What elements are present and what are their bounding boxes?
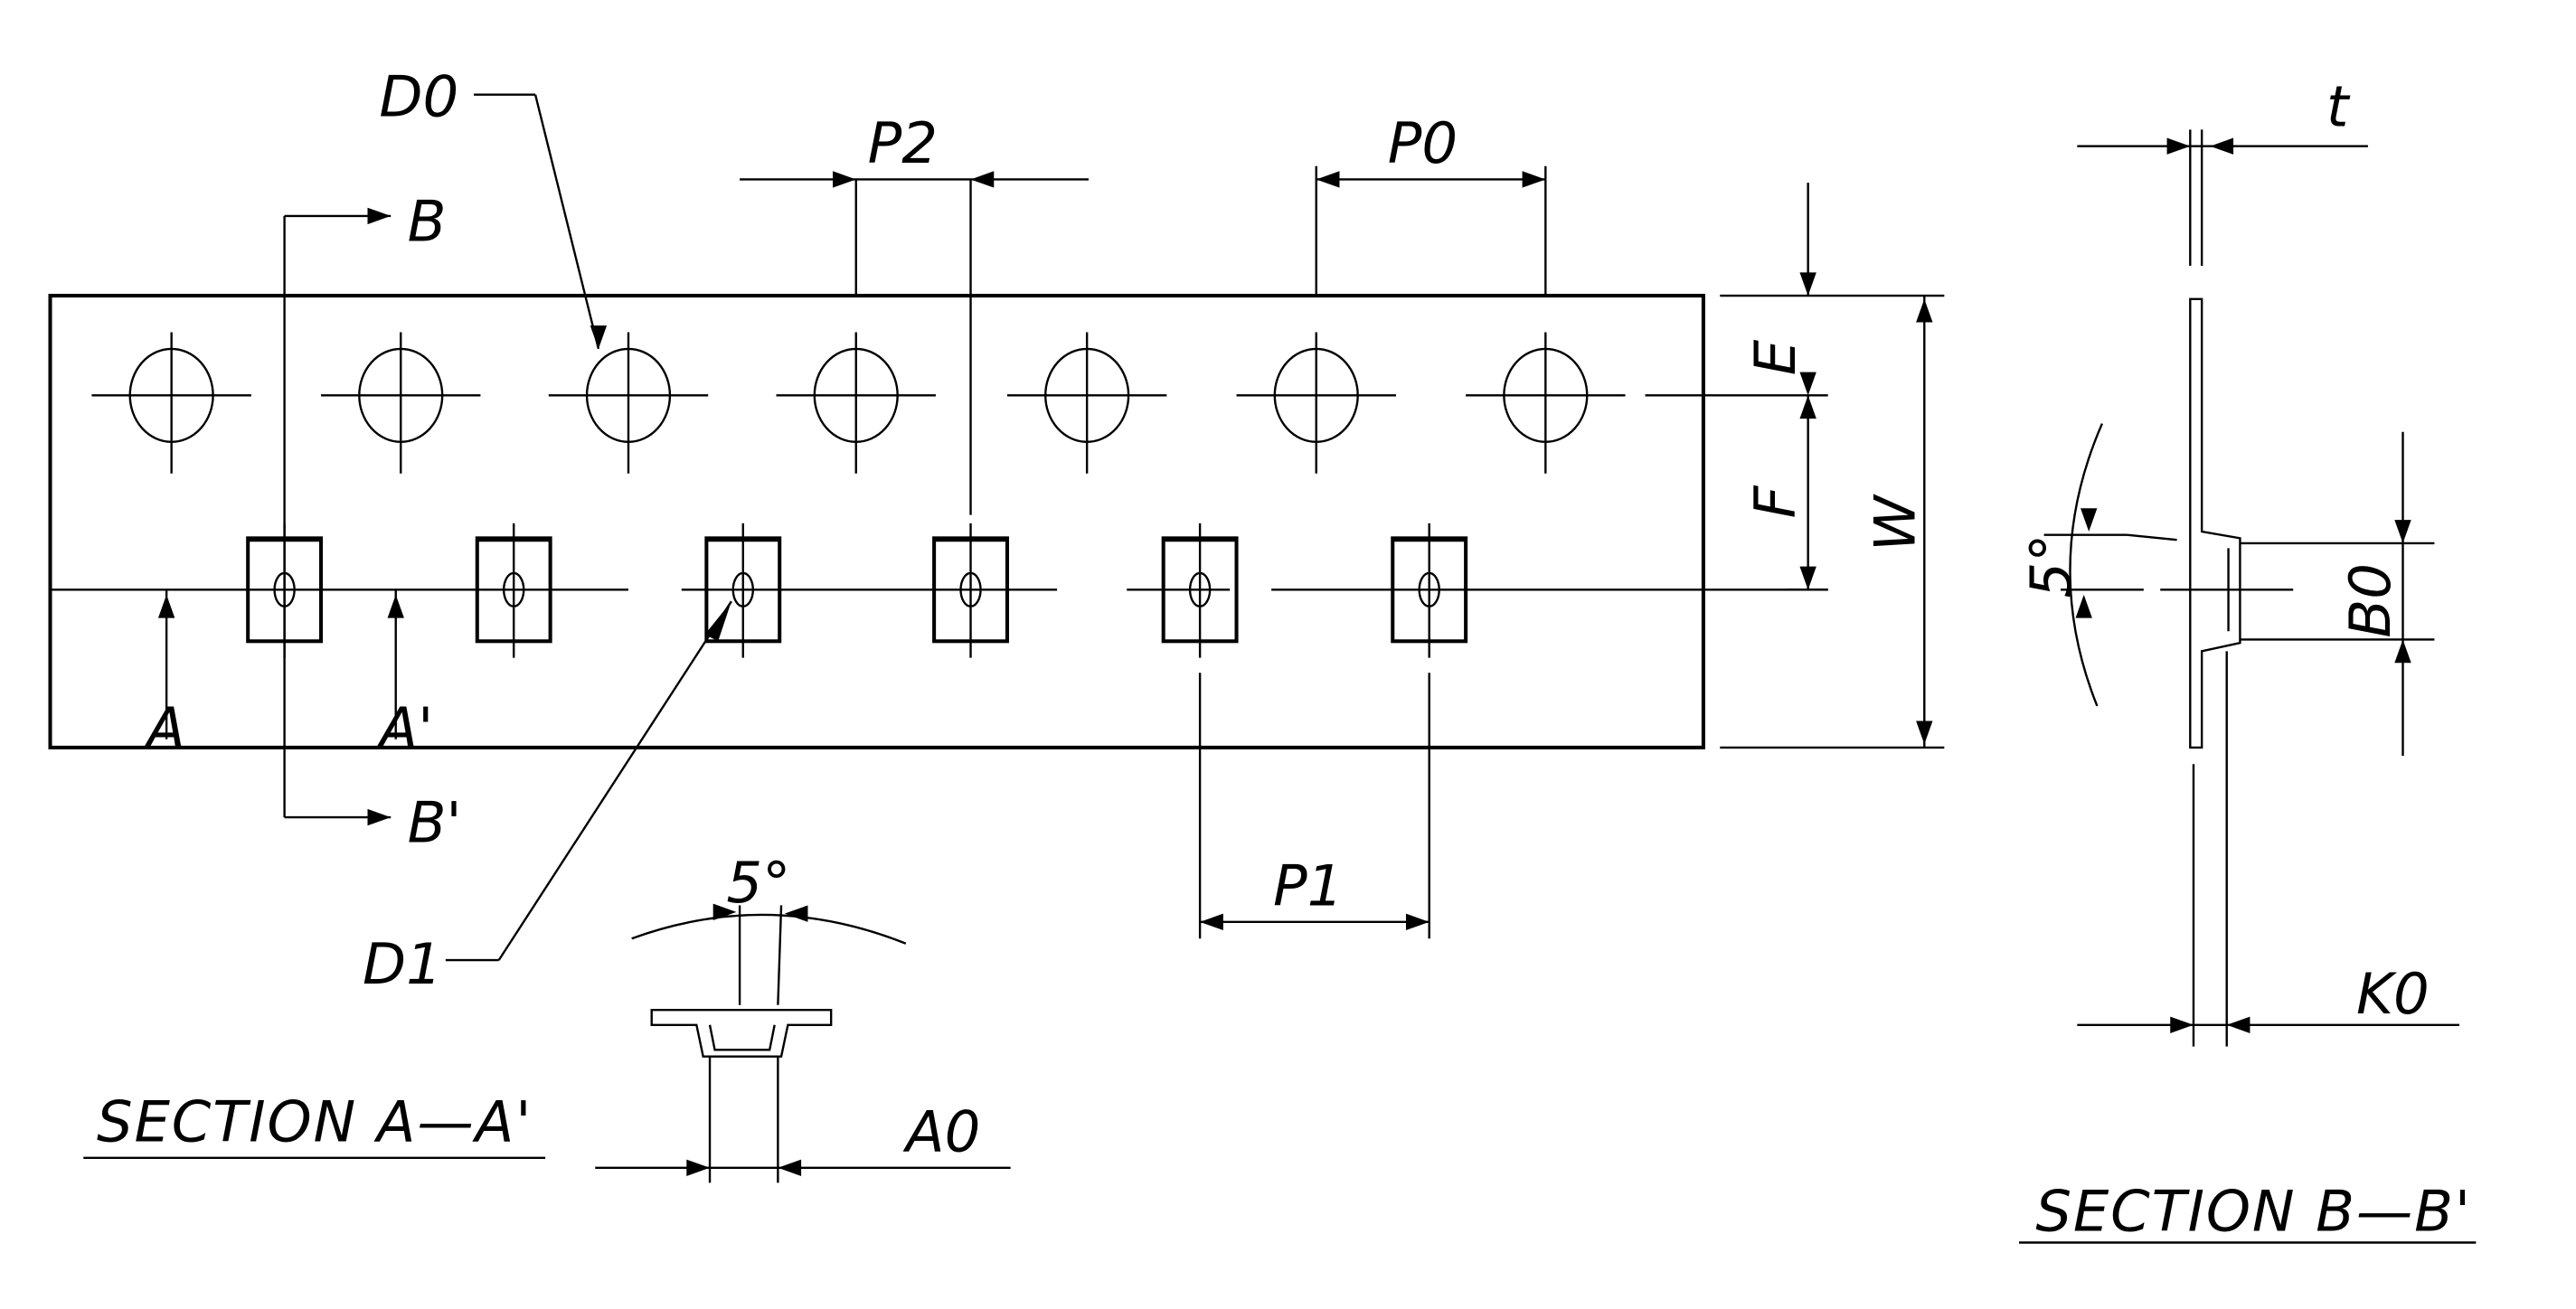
arrowhead xyxy=(1200,913,1223,931)
label-b: B xyxy=(408,188,447,254)
arrowhead xyxy=(1916,720,1933,745)
arrowhead xyxy=(2081,508,2098,532)
label-k0: K0 xyxy=(2356,961,2430,1027)
arrowhead xyxy=(1799,372,1816,396)
tape-outline xyxy=(48,294,1705,749)
leader-d1 xyxy=(497,600,732,961)
label-a0: A0 xyxy=(902,1098,980,1164)
pocket-profile-inner xyxy=(708,1024,776,1051)
arrowhead xyxy=(1316,171,1340,188)
label-a-prime: A' xyxy=(375,695,433,761)
arrowhead xyxy=(1799,566,1816,590)
arrowhead xyxy=(2394,520,2411,543)
label-a: A xyxy=(143,695,185,761)
label-b0: B0 xyxy=(2337,563,2403,638)
arrowhead xyxy=(2210,137,2234,155)
angle-arc xyxy=(631,913,907,945)
label-w: W xyxy=(1862,494,1928,551)
label-d1: D1 xyxy=(363,931,442,997)
arrowhead xyxy=(2170,1016,2194,1033)
arrowhead xyxy=(1799,395,1816,419)
label-f: F xyxy=(1742,485,1808,518)
section-b-title: SECTION B—B' xyxy=(2035,1179,2471,1245)
arrowhead xyxy=(367,207,392,225)
arrowhead xyxy=(704,601,731,642)
arrowhead xyxy=(367,808,392,826)
arrowhead xyxy=(1405,913,1430,931)
pocket-profile-b xyxy=(2189,297,2241,749)
arrowhead xyxy=(2394,639,2411,664)
label-e: E xyxy=(1742,339,1808,375)
arrowhead xyxy=(2226,1016,2250,1033)
angle-arc-b xyxy=(2069,423,2104,707)
arrowhead xyxy=(387,594,404,618)
arrowhead xyxy=(1916,298,1933,323)
arrowhead xyxy=(1799,272,1816,297)
arrowhead xyxy=(778,1159,802,1176)
label-angle-b: 5° xyxy=(2018,534,2084,598)
arrowhead xyxy=(686,1159,711,1176)
arrowhead xyxy=(833,171,856,188)
label-p0: P0 xyxy=(1388,110,1458,176)
leader-d0 xyxy=(533,94,600,350)
arrowhead xyxy=(970,171,995,188)
arrowhead xyxy=(1522,171,1546,188)
arrowhead xyxy=(712,903,737,921)
arrowhead xyxy=(2075,594,2092,618)
section-a-title: SECTION A—A' xyxy=(97,1088,533,1154)
label-t: t xyxy=(2326,74,2351,140)
label-d0: D0 xyxy=(379,64,458,130)
angle-line xyxy=(777,905,783,1005)
label-p1: P1 xyxy=(1273,852,1343,918)
arrowhead xyxy=(590,325,608,349)
label-p2: P2 xyxy=(868,110,938,176)
label-angle-a: 5° xyxy=(726,850,790,916)
angle-line xyxy=(2127,533,2177,541)
pocket-profile-a xyxy=(650,1009,833,1058)
arrowhead xyxy=(784,905,808,922)
label-b-prime: B' xyxy=(408,790,462,856)
arrowhead xyxy=(157,594,175,618)
arrowhead xyxy=(2166,137,2191,155)
